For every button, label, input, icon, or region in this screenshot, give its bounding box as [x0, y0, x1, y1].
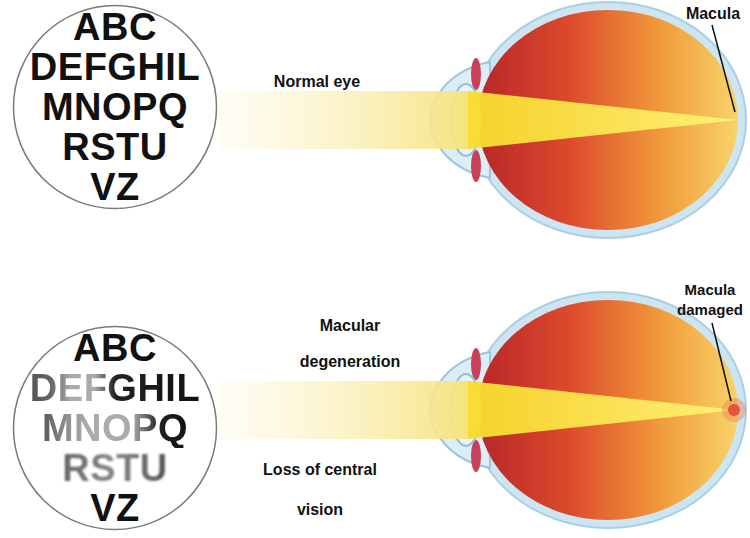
chart-circle [14, 327, 217, 530]
chart-letters: MNOPQ [42, 87, 188, 127]
iris [471, 440, 481, 472]
eye-chart-circle: ABCDEFGHILMNOPQRSTUVZ [12, 325, 218, 531]
light-cone [468, 91, 738, 149]
iris [471, 58, 481, 90]
callout-label: Macular degeneration [285, 308, 415, 380]
eye-chart-circle: ABCDEFGHILMNOPQRSTUVZ [12, 4, 218, 210]
leader-line [712, 25, 735, 112]
damaged-macula [728, 404, 740, 416]
light-beam [220, 381, 470, 439]
chart-letters: MNOPQ [42, 408, 188, 448]
light-cone [468, 381, 736, 439]
light-beam [220, 91, 470, 149]
chart-letters: VZ [90, 167, 140, 207]
chart-circle [14, 6, 217, 209]
letter-chart: ABCDEFGHILMNOPQRSTUVZ [12, 4, 218, 210]
iris [471, 150, 481, 182]
leader-line [712, 323, 731, 401]
chart-letters: DEFGHIL [30, 47, 200, 87]
chart-letters: RSTU [62, 448, 167, 488]
iris [471, 348, 481, 380]
callout-label: Macula damaged [674, 280, 746, 320]
callout-label: Normal eye [262, 72, 372, 92]
letter-chart: ABCDEFGHILMNOPQRSTUVZ [12, 325, 218, 531]
chart-letters: RSTU [62, 127, 167, 167]
damage-glow [722, 398, 746, 422]
chart-letters: DEFGHIL [30, 368, 200, 408]
callout-label: Macula [683, 4, 743, 24]
degenerated-eye [220, 292, 746, 528]
chart-letters: VZ [90, 488, 140, 528]
callout-label: Loss of central vision [255, 450, 385, 530]
chart-letters: ABC [73, 7, 157, 47]
normal-eye [220, 2, 746, 238]
chart-letters: ABC [73, 328, 157, 368]
